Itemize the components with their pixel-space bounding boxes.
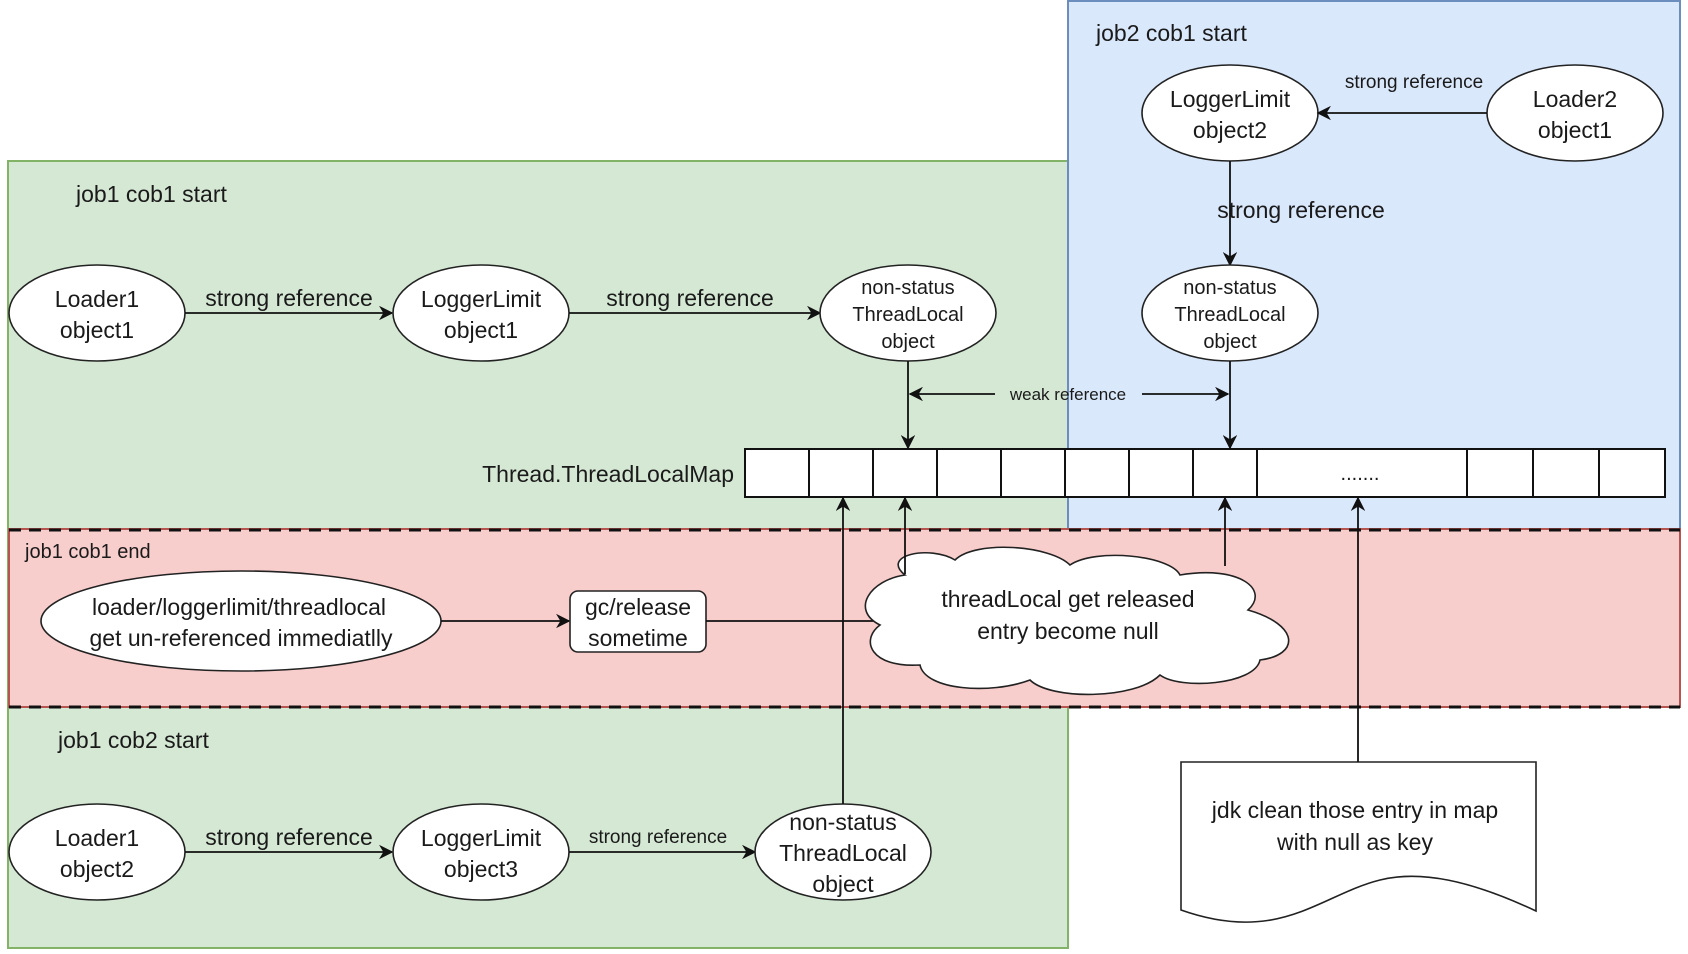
map-cell bbox=[1128, 448, 1194, 498]
svg-text:loader/loggerlimit/threadlocal: loader/loggerlimit/threadlocal bbox=[92, 594, 386, 620]
svg-text:get un-referenced immediatlly: get un-referenced immediatlly bbox=[90, 625, 393, 651]
svg-text:gc/release: gc/release bbox=[585, 594, 691, 620]
svg-text:threadLocal get released: threadLocal get released bbox=[941, 586, 1194, 612]
node-threadlocal-job1[interactable]: non-status ThreadLocal object bbox=[819, 264, 997, 362]
edge-label-strong-reference: strong reference bbox=[1345, 72, 1483, 93]
region-title-job1-cob1-end: job1 cob1 end bbox=[24, 541, 151, 563]
region-title-job1-cob2-start: job1 cob2 start bbox=[57, 727, 209, 753]
node-loader2-object1[interactable]: Loader2 object1 bbox=[1486, 64, 1664, 162]
node-jdk-clean[interactable]: jdk clean those entry in map with null a… bbox=[1180, 761, 1537, 923]
svg-text:object: object bbox=[1203, 331, 1257, 353]
node-loggerlimit-object3[interactable]: LoggerLimit object3 bbox=[392, 803, 570, 901]
edge-label-strong-reference: strong reference bbox=[205, 285, 372, 311]
node-loggerlimit-object1[interactable]: LoggerLimit object1 bbox=[392, 264, 570, 362]
svg-text:non-status: non-status bbox=[861, 277, 954, 299]
map-cell bbox=[808, 448, 874, 498]
svg-text:object1: object1 bbox=[60, 317, 134, 343]
map-cell bbox=[1192, 448, 1258, 498]
map-cell bbox=[872, 448, 938, 498]
map-cell bbox=[1000, 448, 1066, 498]
map-ellipsis: ....... bbox=[1341, 463, 1380, 485]
threadlocalmap bbox=[744, 448, 1666, 498]
svg-text:object1: object1 bbox=[1538, 117, 1612, 143]
svg-text:Loader2: Loader2 bbox=[1533, 86, 1617, 112]
region-title-job2-cob1-start: job2 cob1 start bbox=[1095, 20, 1247, 46]
svg-text:non-status: non-status bbox=[789, 809, 896, 835]
edge-label-strong-reference: strong reference bbox=[205, 824, 372, 850]
node-gc-release[interactable]: gc/release sometime bbox=[569, 590, 707, 653]
svg-text:jdk clean those entry in map: jdk clean those entry in map bbox=[1211, 797, 1498, 823]
svg-text:sometime: sometime bbox=[588, 625, 688, 651]
svg-text:LoggerLimit: LoggerLimit bbox=[421, 825, 542, 851]
map-cell bbox=[744, 448, 810, 498]
svg-text:ThreadLocal: ThreadLocal bbox=[1174, 304, 1285, 326]
svg-text:ThreadLocal: ThreadLocal bbox=[852, 304, 963, 326]
map-cell bbox=[1598, 448, 1666, 498]
map-cell bbox=[1466, 448, 1534, 498]
svg-text:object2: object2 bbox=[60, 856, 134, 882]
svg-text:object2: object2 bbox=[1193, 117, 1267, 143]
node-loader1-object1[interactable]: Loader1 object1 bbox=[8, 264, 186, 362]
svg-text:LoggerLimit: LoggerLimit bbox=[421, 286, 542, 312]
svg-text:object: object bbox=[812, 871, 874, 897]
node-unreferenced[interactable]: loader/loggerlimit/threadlocal get un-re… bbox=[40, 570, 442, 672]
map-label: Thread.ThreadLocalMap bbox=[482, 461, 734, 487]
node-threadlocal-job2[interactable]: non-status ThreadLocal object bbox=[1141, 264, 1319, 362]
svg-text:non-status: non-status bbox=[1183, 277, 1276, 299]
node-released-cloud[interactable]: threadLocal get released entry become nu… bbox=[864, 546, 1290, 696]
svg-text:object: object bbox=[881, 331, 935, 353]
svg-text:entry become null: entry become null bbox=[977, 618, 1159, 644]
node-loggerlimit-object2[interactable]: LoggerLimit object2 bbox=[1141, 64, 1319, 162]
edge-label-strong-reference: strong reference bbox=[589, 827, 727, 848]
node-loader1-object2[interactable]: Loader1 object2 bbox=[8, 803, 186, 901]
edge-label-weak-reference: weak reference bbox=[1009, 385, 1126, 404]
region-title-job1-cob1-start: job1 cob1 start bbox=[75, 181, 227, 207]
svg-text:ThreadLocal: ThreadLocal bbox=[779, 840, 907, 866]
svg-text:object1: object1 bbox=[444, 317, 518, 343]
svg-text:Loader1: Loader1 bbox=[55, 825, 139, 851]
svg-text:LoggerLimit: LoggerLimit bbox=[1170, 86, 1291, 112]
node-threadlocal-cob2[interactable]: non-status ThreadLocal object bbox=[754, 803, 932, 901]
svg-text:with null as key: with null as key bbox=[1276, 829, 1433, 855]
map-cell bbox=[1064, 448, 1130, 498]
map-cell bbox=[1532, 448, 1600, 498]
edge-label-strong-reference: strong reference bbox=[606, 285, 773, 311]
svg-text:Loader1: Loader1 bbox=[55, 286, 139, 312]
svg-text:object3: object3 bbox=[444, 856, 518, 882]
edge-label-strong-reference: strong reference bbox=[1217, 197, 1384, 223]
map-cell bbox=[936, 448, 1002, 498]
